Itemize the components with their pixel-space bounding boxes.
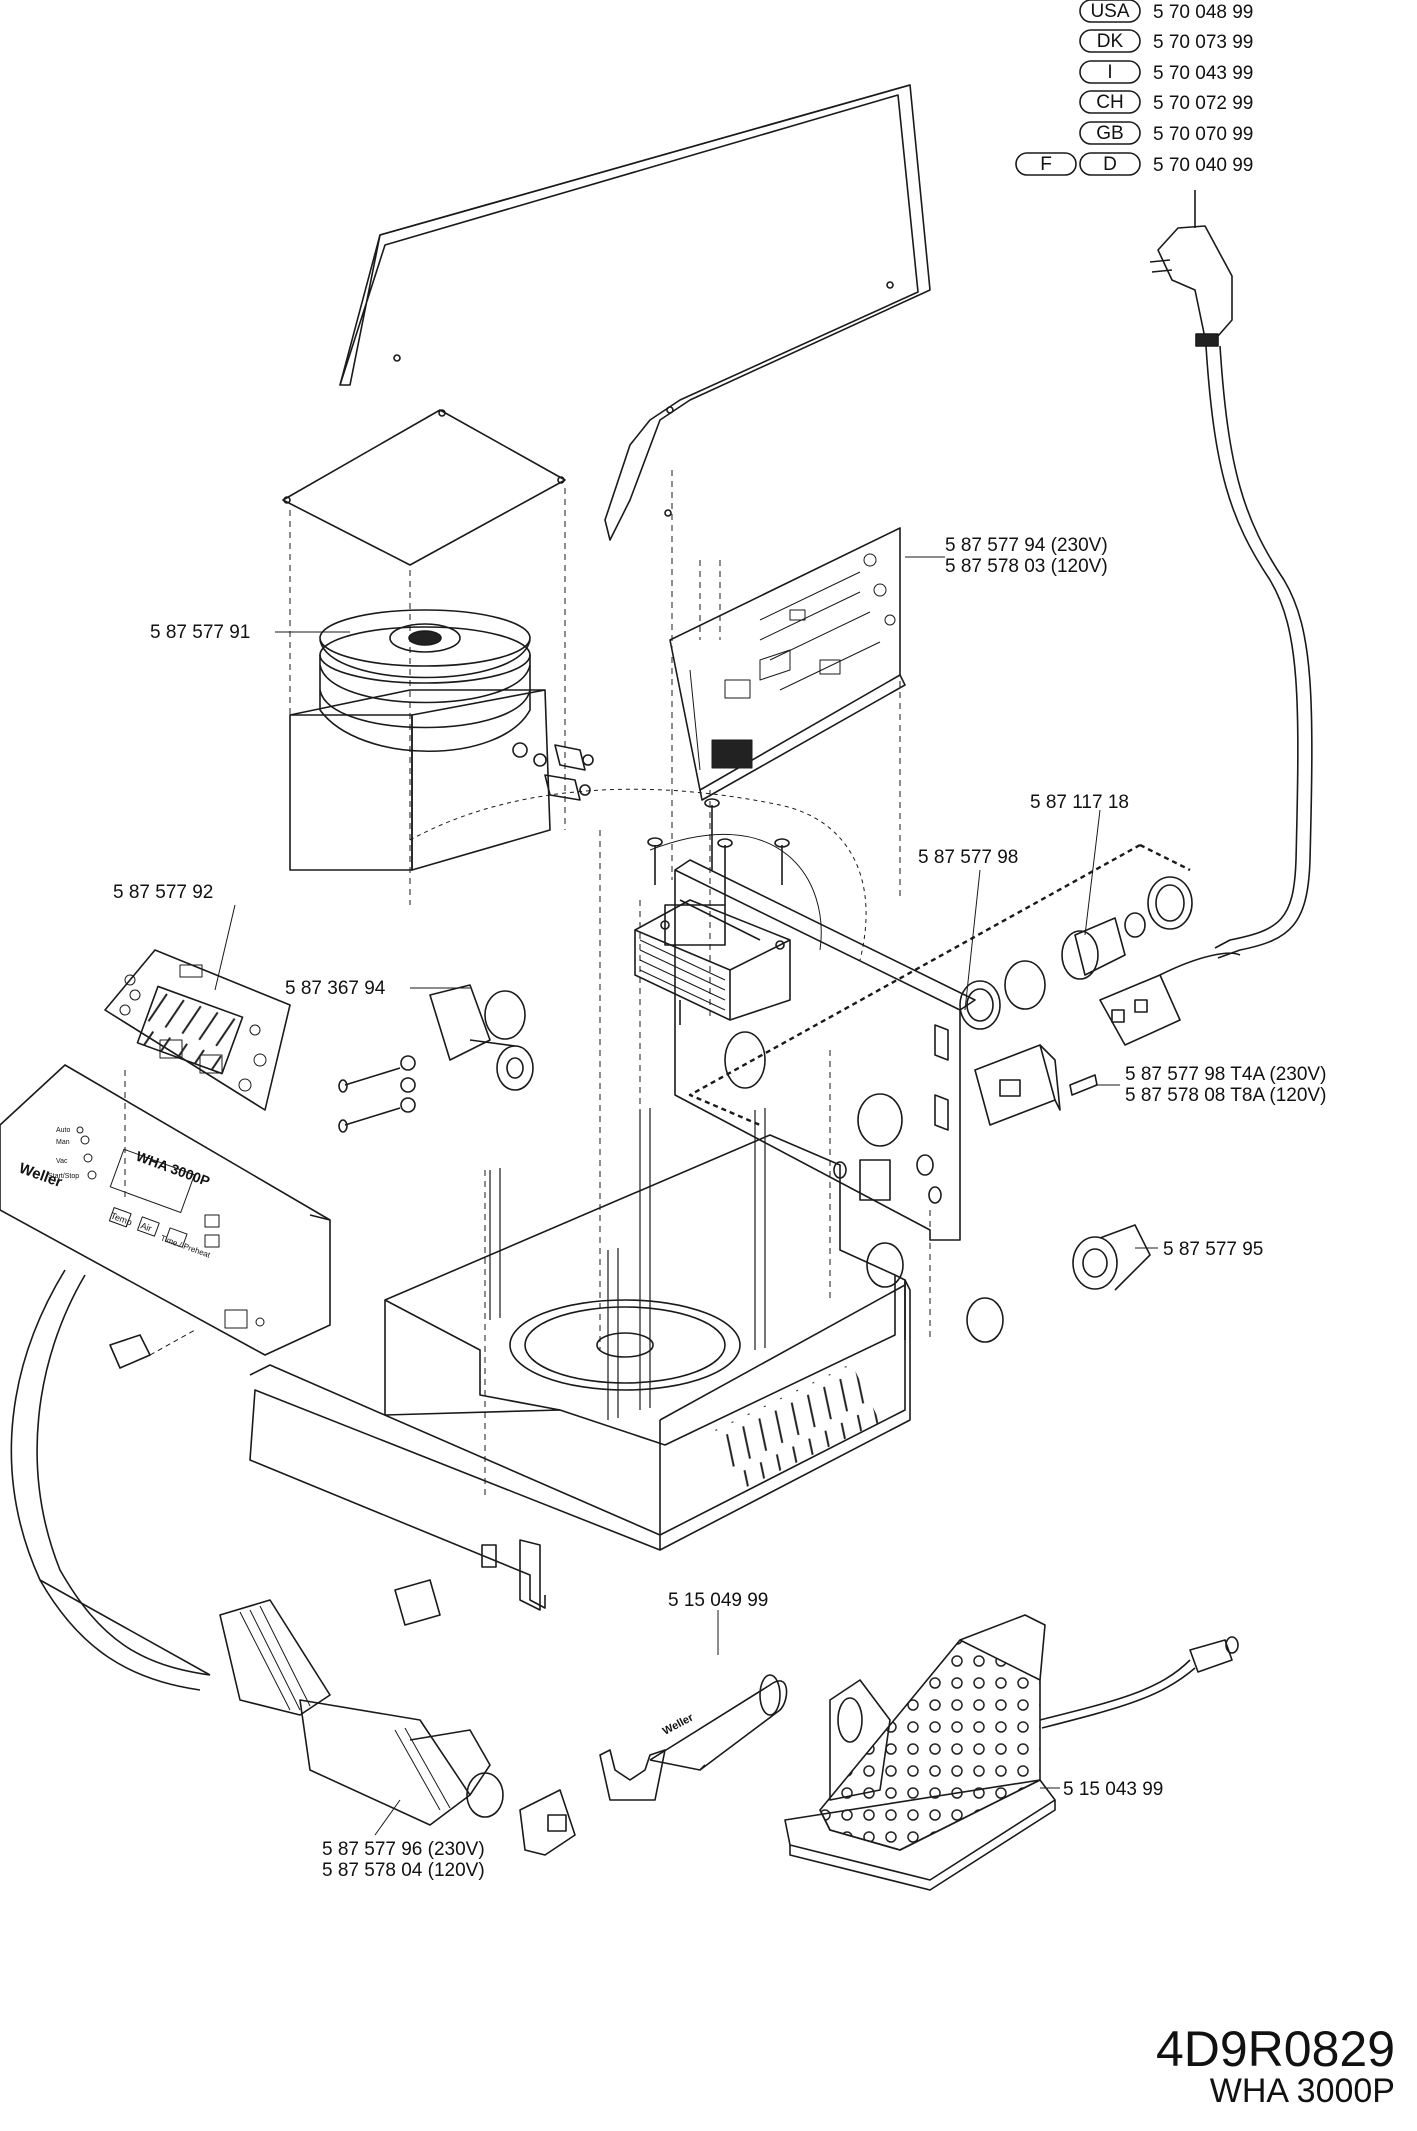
- callout-valve: 5 87 367 94: [285, 978, 386, 999]
- country-row-dk: DK 5 70 073 99: [1079, 29, 1253, 53]
- callout-pcb-230v: 5 87 577 94 (230V): [945, 535, 1108, 556]
- country-row-ch: CH 5 70 072 99: [1079, 90, 1253, 114]
- handpiece: [219, 1599, 576, 1856]
- front-panel: Weller WHA 3000P Temp Air Time / Preheat…: [0, 1064, 331, 1356]
- led-start-stop: Start/Stop: [48, 1173, 79, 1180]
- plug-part-ch: 5 70 072 99: [1153, 93, 1253, 114]
- document-model: WHA 3000P: [1209, 2072, 1395, 2110]
- callout-stand: 5 15 043 99: [1063, 1779, 1163, 1800]
- country-code-i: I: [1107, 62, 1112, 83]
- pump-top-plate: [282, 409, 566, 566]
- country-row-f-d: F D 5 70 040 99: [1015, 152, 1253, 176]
- country-pill: [1079, 121, 1141, 145]
- country-row-usa: USA 5 70 048 99: [1079, 0, 1253, 23]
- pump-body: [289, 714, 413, 871]
- stand: [784, 1614, 1239, 1891]
- plug-part-gb: 5 70 070 99: [1153, 124, 1253, 145]
- country-code-d: D: [1103, 154, 1117, 175]
- front-panel-model: WHA 3000P: [134, 1148, 212, 1189]
- callout-fuse-230v: 5 87 577 98 T4A (230V): [1125, 1064, 1326, 1085]
- document-code: 4D9R0829: [1155, 2021, 1395, 2077]
- country-code-dk: DK: [1097, 31, 1124, 52]
- callout-panel: 5 87 577 98: [918, 847, 1018, 868]
- callout-labels: 5 87 577 94 (230V) 5 87 578 03 (120V) 5 …: [113, 535, 1326, 1881]
- rear-panel: [674, 859, 976, 1241]
- country-code-gb: GB: [1096, 123, 1123, 144]
- plug-part-dk: 5 70 073 99: [1153, 32, 1253, 53]
- country-code-usa: USA: [1090, 1, 1129, 22]
- plug-part-i: 5 70 043 99: [1153, 63, 1253, 84]
- callout-lamp: 5 87 117 18: [1030, 792, 1129, 813]
- front-socket: [866, 1224, 1151, 1343]
- country-code-list: USA 5 70 048 99 DK 5 70 073 99 I 5 70 04…: [1015, 0, 1253, 176]
- callout-handpiece-120v: 5 87 578 04 (120V): [322, 1860, 485, 1881]
- screws: [647, 798, 790, 905]
- rocker-switch: [109, 1334, 151, 1369]
- power-inlet: [974, 952, 1241, 1126]
- led-man: Man: [56, 1139, 70, 1146]
- country-pill: [1079, 0, 1141, 23]
- country-pill: [1015, 152, 1077, 176]
- country-row-gb: GB 5 70 070 99: [1079, 121, 1253, 145]
- top-cover: [339, 84, 931, 541]
- callout-control-board: 5 87 577 92: [113, 882, 213, 903]
- callout-handpiece-230v: 5 87 577 96 (230V): [322, 1839, 485, 1860]
- country-pill: [1079, 60, 1141, 84]
- led-vac: Vac: [56, 1158, 68, 1165]
- control-board: [104, 949, 291, 1111]
- led-auto: Auto: [56, 1127, 71, 1134]
- pump-fan: [289, 609, 594, 871]
- country-pill: [1079, 90, 1141, 114]
- nozzle: [519, 1789, 576, 1856]
- chassis-base: [384, 1108, 906, 1446]
- leader-lines: [214, 556, 1158, 1836]
- country-code-f: F: [1040, 154, 1052, 175]
- clip: [394, 1579, 441, 1626]
- callout-pcb-120v: 5 87 578 03 (120V): [945, 556, 1108, 577]
- main-pcb: [669, 527, 906, 801]
- power-cord: [1149, 190, 1313, 959]
- transformer: [634, 899, 791, 1025]
- country-code-ch: CH: [1096, 92, 1123, 113]
- cord-path: [688, 843, 1141, 1127]
- handpiece-holder: Weller: [599, 1674, 788, 1801]
- mains-plug-body: [1157, 225, 1233, 339]
- country-row-i: I 5 70 043 99: [1079, 60, 1253, 84]
- callout-pump: 5 87 577 91: [150, 622, 250, 643]
- callout-connector: 5 87 577 95: [1163, 1239, 1263, 1260]
- country-pill: [1079, 29, 1141, 53]
- callout-fuse-120v: 5 87 578 08 T8A (120V): [1125, 1085, 1326, 1106]
- housing-wall: [249, 1279, 911, 1611]
- fuse: [1069, 1074, 1098, 1096]
- air-hose: [10, 1269, 211, 1691]
- lamp-assembly: [959, 876, 1193, 1030]
- front-button-air: Air: [139, 1220, 153, 1233]
- valve-assembly: [338, 984, 534, 1133]
- rear-panel-arc: [409, 788, 867, 961]
- plug-part-usa: 5 70 048 99: [1153, 2, 1253, 23]
- country-pill: [1079, 152, 1141, 176]
- plug-part-f-d: 5 70 040 99: [1153, 155, 1253, 176]
- callout-handpiece-holder: 5 15 049 99: [668, 1590, 768, 1611]
